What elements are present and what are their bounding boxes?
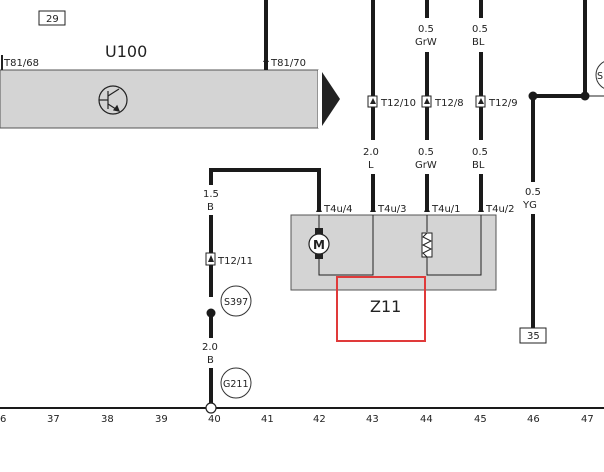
g211-ground [220,367,252,399]
z11-internal-wiring [318,215,482,276]
axis-number: 43 [366,414,379,425]
axis-number: 42 [313,414,326,425]
label-gap-40a [198,185,224,215]
t81-68-label: T81/68 [3,58,39,69]
wire-col-46 [531,0,587,328]
connector-t12-11 [205,252,216,266]
ref-box-35-label: 35 [527,331,540,342]
s397-label: S397 [224,297,248,308]
t12-9-label: T12/9 [488,98,518,109]
wire-46-color: YG [522,200,537,211]
wire-45-size: 0.5 [472,147,488,158]
svg-text:M: M [313,238,325,252]
ground-node-40 [205,402,217,414]
wire-44-top-color: GrW [415,37,437,48]
axis-number: 37 [47,414,60,425]
t4u-4-label: T4u/4 [323,204,353,215]
wire-44-size: 0.5 [418,147,434,158]
u100-module-body [0,69,319,129]
wire-45-top-color: BL [472,37,485,48]
label-gap-46 [520,182,546,214]
ref-box-29-label: 29 [46,14,59,25]
wire-43-color: L [368,160,374,171]
t4u-3-label: T4u/3 [377,204,407,215]
axis-number: 46 [527,414,540,425]
connector-t12-10 [367,95,378,108]
connector-t12-8 [421,95,432,108]
s397-fuse [220,285,252,317]
g211-label: G211 [223,379,249,390]
label-gap-44 [410,18,444,52]
t4u-2-label: T4u/2 [485,204,515,215]
axis-number: 44 [420,414,433,425]
wire-40b-color: B [207,355,214,366]
wire-46-size: 0.5 [525,187,541,198]
axis-number: 47 [581,414,594,425]
pin-t81-70 [263,57,269,62]
axis-number: 41 [261,414,274,425]
label-gap-45b [464,140,498,174]
ref-box-29 [38,10,66,26]
t12-8-label: T12/8 [434,98,464,109]
column-axis: 6 37 38 39 40 41 42 43 44 45 46 47 [0,414,594,425]
z11-label: Z11 [370,297,401,316]
label-gap-44b [410,140,444,174]
t12-11-label: T12/11 [217,256,253,267]
label-gap-43b [356,140,390,174]
wire-44-top-size: 0.5 [418,24,434,35]
t4u-1-label: T4u/1 [431,204,461,215]
axis-number: 6 [0,414,6,425]
wire-45-color: BL [472,160,485,171]
s-fuse-partial [595,61,604,89]
motor-icon: M [308,228,330,259]
pin-t4u-2 [478,206,484,212]
s-fuse-partial-label: S [597,71,603,82]
label-gap-40b [198,338,224,368]
axis-number: 38 [101,414,114,425]
wire-44-color: GrW [415,160,437,171]
pin-t4u-1 [424,206,430,212]
pin-t4u-4 [316,206,322,212]
axis-number: 45 [474,414,487,425]
wire-43-size: 2.0 [363,147,379,158]
u100-label: U100 [105,42,147,61]
t81-70-label: T81/70 [270,58,306,69]
transistor-icon [98,85,128,115]
u100-module-arrow [322,72,340,126]
axis-number: 39 [155,414,168,425]
wire-40a-color: B [207,202,214,213]
axis-number: 40 [208,414,221,425]
ref-box-35 [519,327,547,344]
wire-col-40-to-42 [209,168,321,297]
junction-col-46 [528,91,538,101]
connector-t12-9 [475,95,486,108]
wire-45-top-size: 0.5 [472,24,488,35]
wire-40b-size: 2.0 [202,342,218,353]
heater-resistor-icon [421,232,433,258]
z11-highlight-box [336,276,426,342]
pin-t4u-3 [370,206,376,212]
t12-10-label: T12/10 [380,98,416,109]
wire-40a-size: 1.5 [203,189,219,200]
junction-col-47 [580,91,590,101]
label-gap-45 [464,18,498,52]
